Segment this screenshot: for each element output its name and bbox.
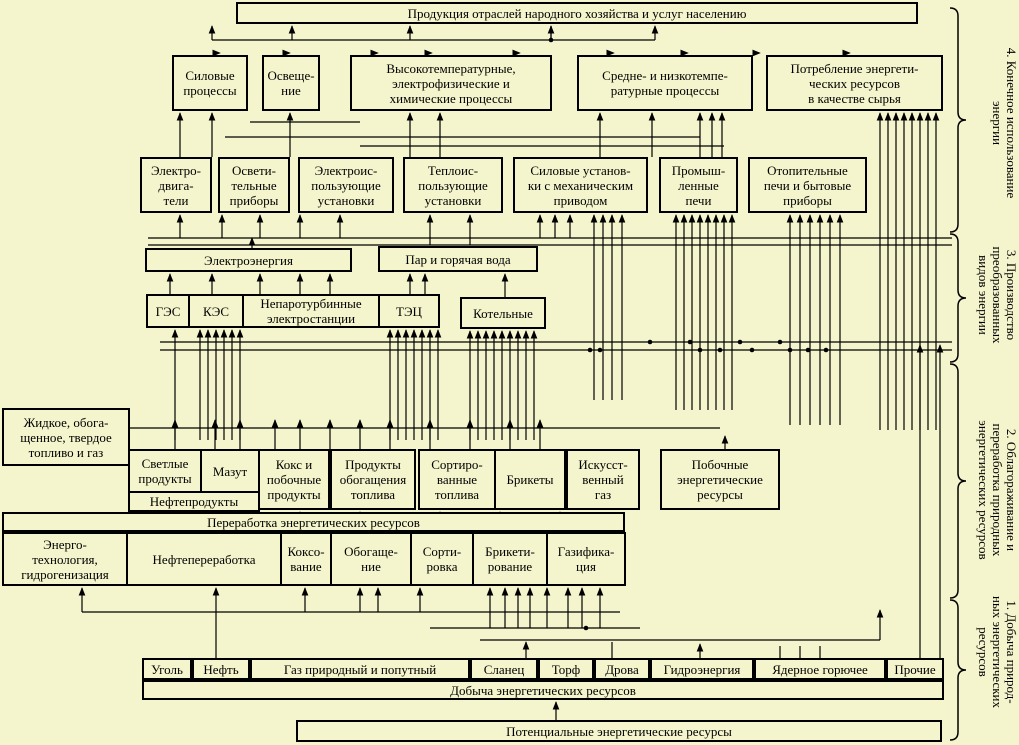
junction-dot bbox=[749, 347, 755, 353]
junction-dot bbox=[777, 339, 783, 345]
processing-band: Переработка энергетических ресурсов bbox=[2, 512, 625, 532]
mechanical-drive-box: Силовые установ- ки с механическим приво… bbox=[513, 157, 648, 213]
hydro-energy-box: Гидроэнергия bbox=[650, 658, 754, 680]
wood-box: Дрова bbox=[594, 658, 650, 680]
briquetting-box: Брикети- рование bbox=[472, 532, 548, 586]
raw-material-box: Потребление энергети- ческих ресурсов в … bbox=[766, 55, 943, 111]
light-products-box: Светлые продукты bbox=[128, 449, 202, 493]
condensing-plant-box: КЭС bbox=[188, 294, 244, 328]
gas-box: Газ природный и попутный bbox=[250, 658, 470, 680]
motors-box: Электро- двига- тели bbox=[140, 157, 212, 213]
stage-brace bbox=[949, 7, 967, 233]
mid-low-temp-box: Средне- и низкотемпе- ратурные процессы bbox=[577, 55, 753, 111]
stage-brace bbox=[949, 363, 967, 599]
high-temp-box: Высокотемпературные, электрофизические и… bbox=[350, 55, 552, 111]
junction-dot bbox=[787, 347, 793, 353]
junction-dot bbox=[823, 347, 829, 353]
gasification-box: Газифика- ция bbox=[546, 532, 626, 586]
nuclear-box: Ядерное горючее bbox=[754, 658, 886, 680]
stage-2-label: 2. Облагораживание и переработка природн… bbox=[976, 420, 1019, 560]
boilers-box: Котельные bbox=[460, 297, 546, 329]
enrichment-products-box: Продукты обогащения топлива bbox=[330, 449, 416, 510]
fuel-oil-box: Мазут bbox=[200, 449, 260, 493]
oil-box: Нефть bbox=[192, 658, 250, 680]
junction-dot bbox=[647, 339, 653, 345]
potential-resources-box: Потенциальные энергетические ресурсы bbox=[296, 720, 942, 742]
sorting-box: Сорти- ровка bbox=[410, 532, 474, 586]
stage-brace bbox=[949, 233, 967, 363]
heat-installations-box: Теплоис- пользующие установки bbox=[403, 157, 503, 213]
steam-water-box: Пар и горячая вода bbox=[378, 246, 538, 272]
oil-refining-box: Нефтепереработка bbox=[126, 532, 282, 586]
junction-dot bbox=[687, 339, 693, 345]
stage-brace bbox=[949, 599, 967, 741]
lighting-box: Освеще- ние bbox=[262, 55, 320, 111]
artificial-gas-box: Искусст- венный газ bbox=[566, 449, 640, 510]
other-box: Прочие bbox=[886, 658, 944, 680]
stage-1-label: 1. Добыча природ- ных энергетических рес… bbox=[976, 596, 1019, 708]
briquettes-box: Брикеты bbox=[494, 449, 566, 510]
junction-dot bbox=[805, 347, 811, 353]
power-processes-box: Силовые процессы bbox=[172, 55, 248, 111]
energy-tech-box: Энерго- технология, гидрогенизация bbox=[2, 532, 128, 586]
non-steam-plants-box: Непаротурбинные электростанции bbox=[242, 294, 380, 328]
extraction-band: Добыча энергетических ресурсов bbox=[142, 680, 944, 700]
byproducts-box: Побочные энергетические ресурсы bbox=[660, 449, 780, 510]
junction-dot bbox=[717, 347, 723, 353]
junction-dot bbox=[583, 625, 589, 631]
oil-products-box: Нефтепродукты bbox=[128, 491, 260, 512]
stage-4-label: 4. Конечное использование энергии bbox=[990, 47, 1019, 199]
coal-box: Уголь bbox=[142, 658, 192, 680]
furnaces-box: Промыш- ленные печи bbox=[659, 157, 738, 213]
junction-dot bbox=[597, 347, 603, 353]
electricity-box: Электроэнергия bbox=[145, 248, 352, 272]
products-box: Продукция отраслей народного хозяйства и… bbox=[236, 2, 918, 24]
chp-box: ТЭЦ bbox=[378, 294, 440, 328]
sorted-fuel-box: Сортиро- ванные топлива bbox=[418, 449, 496, 510]
junction-dot bbox=[587, 347, 593, 353]
enrichment-box: Обогаще- ние bbox=[330, 532, 412, 586]
stoves-box: Отопительные печи и бытовые приборы bbox=[748, 157, 867, 213]
stage-3-label: 3. Производство преобразованных видов эн… bbox=[976, 246, 1019, 344]
hydro-plant-box: ГЭС bbox=[146, 294, 190, 328]
lighting-devices-box: Освети- тельные приборы bbox=[218, 157, 290, 213]
junction-dot bbox=[697, 347, 703, 353]
coke-box: Кокс и побочные продукты bbox=[258, 449, 330, 510]
shale-box: Сланец bbox=[470, 658, 538, 680]
fuel-box: Жидкое, обога- щенное, твердое топливо и… bbox=[2, 408, 130, 466]
peat-box: Торф bbox=[538, 658, 594, 680]
coking-box: Коксо- вание bbox=[280, 532, 332, 586]
electric-installations-box: Электроис- пользующие установки bbox=[298, 157, 394, 213]
junction-dot bbox=[548, 37, 554, 43]
junction-dot bbox=[737, 339, 743, 345]
